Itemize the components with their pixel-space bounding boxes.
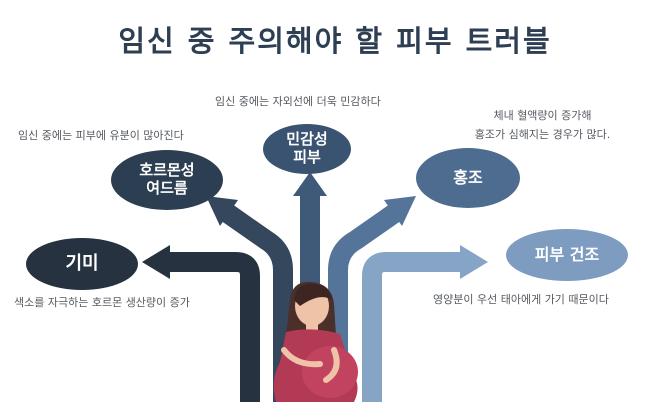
item-sensitive-note: 임신 중에는 자외선에 더욱 민감하다 [215, 95, 381, 108]
pregnant-woman-illustration [273, 281, 358, 402]
arrow-redness [328, 196, 416, 402]
item-redness-note-line2: 홍조가 심해지는 경우가 많다. [474, 128, 611, 141]
item-acne-note: 임신 중에는 피부에 유분이 많아진다 [18, 129, 184, 142]
item-redness-note-line1: 체내 혈액량이 증가해 [493, 109, 592, 122]
item-dryness-label: 피부 건조 [534, 244, 600, 264]
item-acne-label-line2: 여드름 [146, 179, 188, 197]
item-sensitive-label-line2: 피부 [293, 148, 321, 166]
item-sensitive-oval: 민감성 피부 [263, 124, 351, 174]
item-dryness-oval: 피부 건조 [506, 229, 628, 281]
item-melasma-oval: 기미 [26, 238, 138, 290]
item-redness-oval: 홍조 [416, 148, 520, 208]
arrow-dryness [362, 245, 488, 402]
arrow-melasma [142, 245, 260, 402]
item-sensitive-label-line1: 민감성 [286, 130, 328, 149]
item-acne-label-line1: 호르몬성 [139, 161, 195, 180]
item-dryness-note: 영양분이 우선 태아에게 가기 때문이다 [433, 293, 609, 306]
item-melasma-label: 기미 [65, 253, 99, 275]
item-melasma-note: 색소를 자극하는 호르몬 생산량이 증가 [14, 296, 190, 309]
page-title: 임신 중 주의해야 할 피부 트러블 [118, 24, 552, 58]
item-redness-label: 홍조 [453, 167, 483, 187]
item-acne-oval: 호르몬성 여드름 [111, 150, 223, 210]
item-redness-note: 체내 혈액량이 증가해 홍조가 심해지는 경우가 많다. [440, 106, 645, 144]
arrow-acne [206, 196, 293, 402]
